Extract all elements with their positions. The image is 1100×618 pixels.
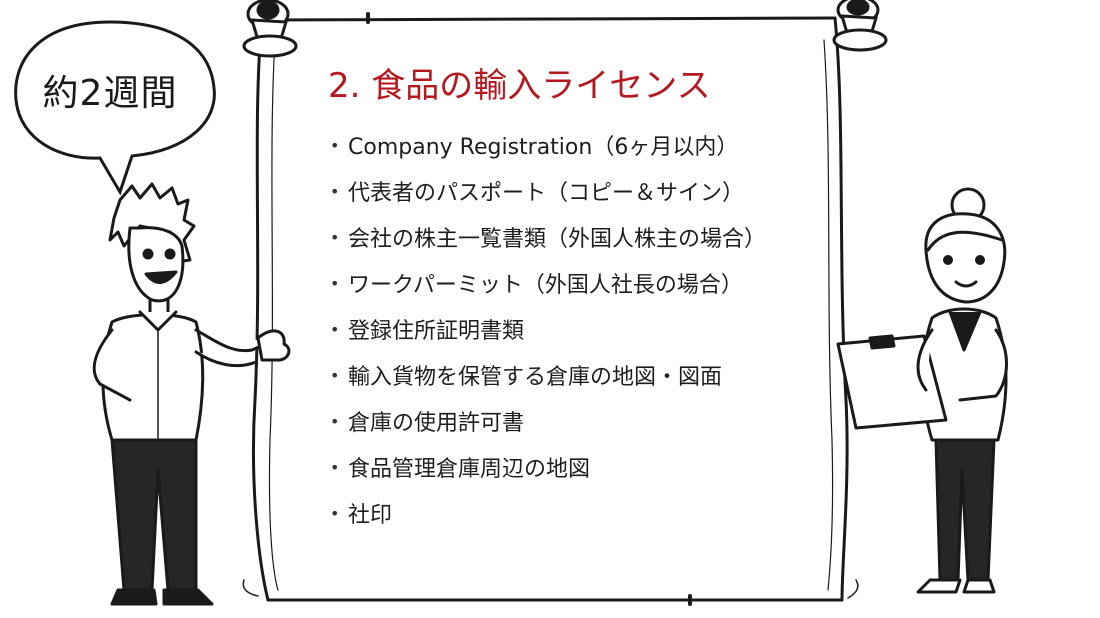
bullet-icon: • xyxy=(330,181,340,201)
requirements-list: • Company Registration（6ヶ月以内） • 代表者のパスポート（… xyxy=(330,122,766,536)
man-pointing-figure xyxy=(92,182,291,606)
board-title: 2. 食品の輸入ライセンス xyxy=(328,66,711,106)
bullet-icon: • xyxy=(330,365,340,385)
woman-with-clipboard-figure xyxy=(836,187,1008,594)
list-item: • 会社の株主一覧書類（外国人株主の場合） xyxy=(330,214,766,260)
bullet-icon: • xyxy=(330,227,340,247)
list-item-text: 輸入貨物を保管する倉庫の地図・図面 xyxy=(348,365,723,390)
push-pin-icon xyxy=(832,0,888,52)
bullet-icon: • xyxy=(330,273,340,293)
list-item-text: 登録住所証明書類 xyxy=(348,319,525,344)
bullet-icon: • xyxy=(330,135,340,155)
list-item-text: Company Registration（6ヶ月以内） xyxy=(348,135,739,160)
list-item: • 輸入貨物を保管する倉庫の地図・図面 xyxy=(330,352,766,398)
bullet-icon: • xyxy=(330,503,340,523)
list-item: • ワークパーミット（外国人社長の場合） xyxy=(330,260,766,306)
list-item: • 食品管理倉庫周辺の地図 xyxy=(330,444,766,490)
bullet-icon: • xyxy=(330,319,340,339)
bullet-icon: • xyxy=(330,457,340,477)
list-item: • 社印 xyxy=(330,490,766,536)
list-item-text: 会社の株主一覧書類（外国人株主の場合） xyxy=(348,227,767,252)
list-item-text: ワークパーミット（外国人社長の場合） xyxy=(348,273,743,298)
speech-bubble xyxy=(14,20,216,196)
push-pin-icon xyxy=(242,0,298,58)
list-item-text: 倉庫の使用許可書 xyxy=(348,411,525,436)
list-item-text: 代表者のパスポート（コピー＆サイン） xyxy=(348,181,745,206)
list-item: • Company Registration（6ヶ月以内） xyxy=(330,122,766,168)
list-item: • 代表者のパスポート（コピー＆サイン） xyxy=(330,168,766,214)
list-item-text: 社印 xyxy=(348,503,393,528)
speech-bubble-text: 約2週間 xyxy=(42,73,178,114)
list-item: • 登録住所証明書類 xyxy=(330,306,766,352)
list-item-text: 食品管理倉庫周辺の地図 xyxy=(348,457,591,482)
list-item: • 倉庫の使用許可書 xyxy=(330,398,766,444)
bullet-icon: • xyxy=(330,411,340,431)
